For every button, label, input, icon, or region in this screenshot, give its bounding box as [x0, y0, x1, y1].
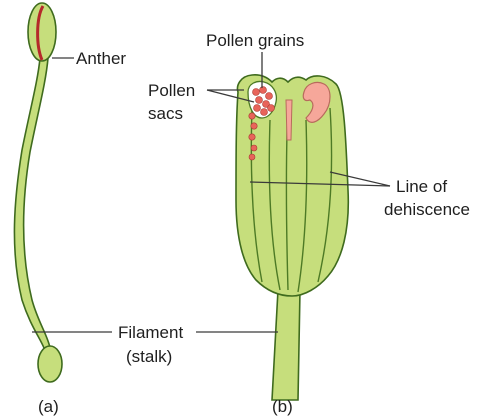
caption-b: (b) — [272, 397, 293, 416]
label-line-of-dehiscence-1: Line of — [396, 177, 447, 196]
dehiscence-leader-2 — [329, 171, 391, 187]
pollen-grain — [259, 86, 267, 94]
labels: Anther Pollen grains Pollen sacs Line of… — [38, 31, 470, 416]
pollen-grain — [250, 144, 258, 152]
pollen-grain — [255, 96, 263, 104]
filament-b — [271, 289, 301, 401]
pollen-grain — [250, 122, 258, 130]
filament-base-bulb — [37, 345, 63, 383]
theca-line-4 — [317, 107, 333, 283]
label-filament-2: (stalk) — [126, 347, 172, 366]
anther-a — [27, 2, 57, 62]
filament-a — [13, 57, 51, 349]
caption-a: (a) — [38, 397, 59, 416]
theca-line-2 — [268, 119, 281, 291]
anther-body — [235, 74, 350, 297]
pollen-sacs-leader-2 — [206, 89, 255, 103]
connective-slit — [285, 99, 293, 141]
anther-dehiscence-stripe — [36, 5, 45, 61]
label-pollen-grains: Pollen grains — [206, 31, 304, 50]
pollen-sac-right — [302, 81, 331, 123]
label-pollen-sacs-1: Pollen — [148, 81, 195, 100]
pollen-grain — [253, 104, 261, 112]
label-filament-1: Filament — [118, 323, 183, 342]
pollen-grains — [248, 86, 275, 161]
pollen-grain — [248, 133, 256, 141]
dehiscence-leader-1 — [249, 181, 391, 187]
pollen-grain — [267, 104, 275, 112]
label-line-of-dehiscence-2: dehiscence — [384, 200, 470, 219]
label-anther: Anther — [76, 49, 126, 68]
pollen-grain — [248, 112, 256, 120]
pollen-grain — [252, 88, 260, 96]
pollen-grain — [248, 153, 256, 161]
leader-lines — [32, 52, 391, 333]
theca-line-3 — [297, 119, 308, 293]
pollen-grain — [260, 108, 268, 116]
theca-line-1 — [250, 107, 263, 283]
stamen-a — [13, 2, 63, 383]
label-pollen-sacs-2: sacs — [148, 104, 183, 123]
anther-section-b — [235, 74, 350, 401]
pollen-grain — [265, 92, 273, 100]
pollen-grain — [262, 100, 270, 108]
